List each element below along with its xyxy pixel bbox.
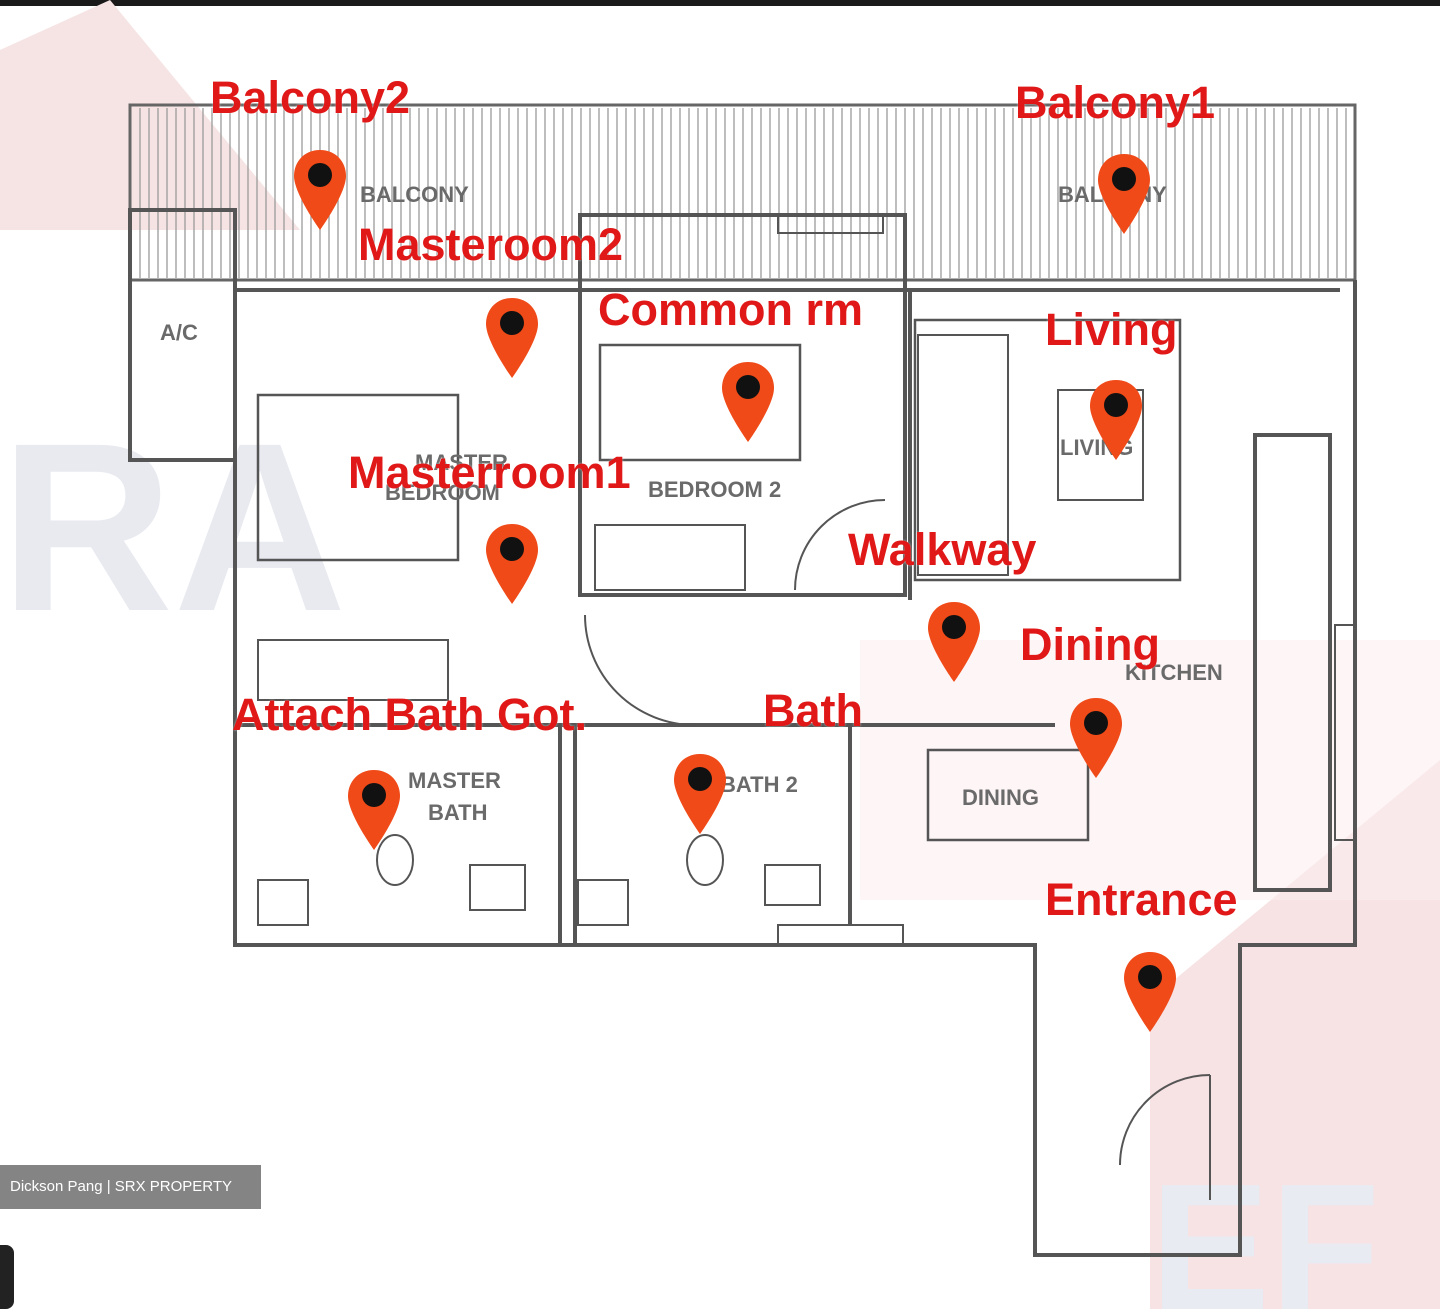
label-balcony1: Balcony1: [1015, 77, 1216, 128]
room-text-bath2: BATH 2: [720, 772, 798, 797]
map-marker-icon: [1096, 152, 1152, 236]
label-common-rm: Common rm: [598, 284, 864, 335]
room-text-master-bedroom: MASTER: [415, 450, 508, 475]
room-text-dining: DINING: [962, 785, 1039, 810]
balcony-hatch: [128, 103, 1357, 282]
label-entrance: Entrance: [1045, 874, 1238, 925]
label-balcony2: Balcony2: [210, 72, 411, 123]
room-text-master-bath: BATH: [428, 800, 487, 825]
room-text-ac: A/C: [160, 320, 198, 345]
map-marker-icon: [926, 600, 982, 684]
map-marker-icon: [1088, 378, 1144, 462]
photo-credit: Dickson Pang | SRX PROPERTY: [0, 1165, 261, 1209]
label-living: Living: [1045, 304, 1178, 355]
map-marker-icon: [346, 768, 402, 852]
room-text-master-bath: MASTER: [408, 768, 501, 793]
room-text-balcony-left: BALCONY: [360, 182, 469, 207]
room-text-master-bedroom: BEDROOM: [385, 480, 500, 505]
watermark-text: RA: [0, 393, 347, 661]
label-masteroom2: Masteroom2: [358, 219, 624, 270]
watermark-shape: [0, 0, 300, 230]
watermark-text: EF: [1150, 1147, 1380, 1309]
room-text-kitchen: KITCHEN: [1125, 660, 1223, 685]
walls: [128, 208, 1357, 1257]
map-marker-icon: [292, 148, 348, 232]
map-marker-icon: [720, 360, 776, 444]
top-border: [0, 0, 1440, 6]
map-marker-icon: [1122, 950, 1178, 1034]
label-masterroom1: Masterroom1: [348, 447, 631, 498]
corner-handle: [0, 1245, 14, 1309]
label-bath: Bath: [763, 685, 863, 736]
room-text-bedroom2: BEDROOM 2: [648, 477, 781, 502]
map-marker-icon: [484, 522, 540, 606]
map-marker-icon: [672, 752, 728, 836]
label-walkway: Walkway: [848, 524, 1037, 575]
watermark-band: [860, 640, 1440, 900]
map-marker-icon: [1068, 696, 1124, 780]
map-marker-icon: [484, 296, 540, 380]
label-dining: Dining: [1020, 619, 1160, 670]
label-attach-bath: Attach Bath Got.: [232, 689, 587, 740]
